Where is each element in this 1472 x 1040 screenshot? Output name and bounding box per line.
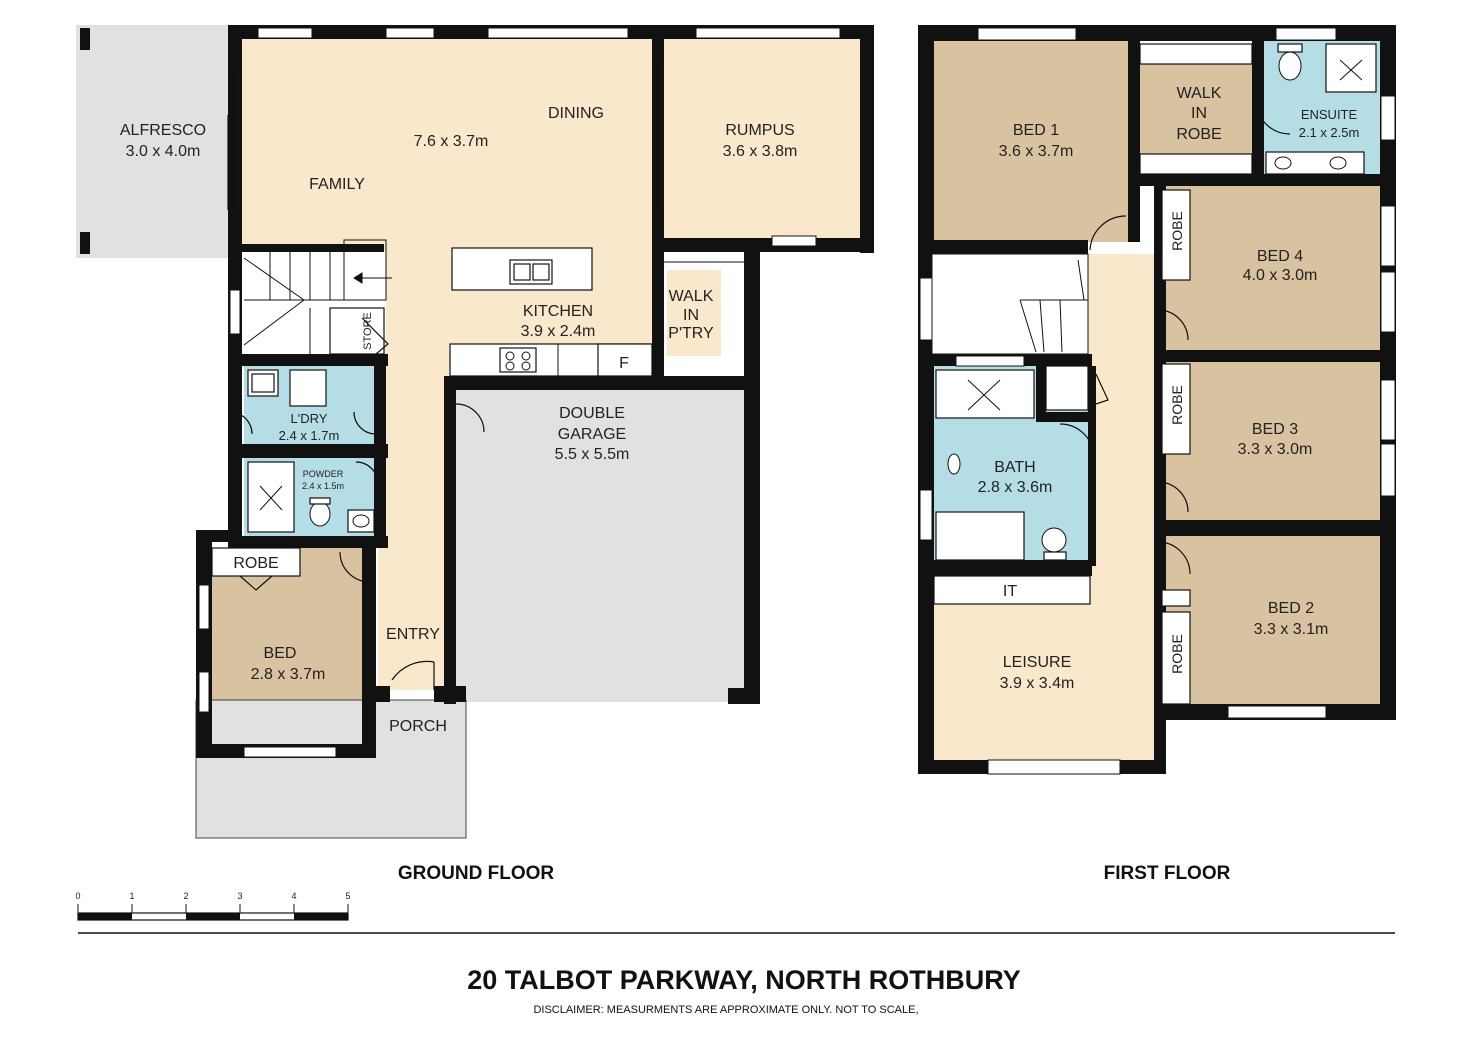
entry-hall-area: [378, 340, 444, 690]
wir-area: [1140, 64, 1252, 154]
fridge-space: [597, 343, 653, 377]
bed1-area: [932, 40, 1140, 242]
porch-area: [195, 699, 467, 839]
bed4-robe-label: ROBE: [1169, 211, 1185, 251]
scale-tick-0: 0: [75, 891, 80, 901]
alfresco-area: [76, 25, 228, 258]
rumpus-label: RUMPUS: [725, 122, 794, 139]
alfresco-size: 3.0 x 4.0m: [126, 143, 201, 160]
leisure-label: LEISURE: [1003, 654, 1071, 671]
scale-tick-5: 5: [345, 891, 350, 901]
laundry-size: 2.4 x 1.7m: [279, 428, 340, 443]
ensuite-size: 2.1 x 2.5m: [1299, 125, 1360, 140]
property-title: 20 TALBOT PARKWAY, NORTH ROTHBURY: [467, 965, 1021, 995]
bed3-robe-label: ROBE: [1169, 385, 1185, 425]
ground-bed-robe: [211, 547, 301, 577]
pantry-label-1: WALK: [669, 288, 714, 305]
scale-tick-3: 3: [237, 891, 242, 901]
laundry-label: L'DRY: [291, 411, 328, 426]
bed3-size: 3.3 x 3.0m: [1238, 441, 1313, 458]
bed2-area: [1162, 536, 1380, 706]
ground-floor-heading: GROUND FLOOR: [398, 863, 554, 884]
bed2-label: BED 2: [1268, 600, 1314, 617]
cooktop: [499, 347, 537, 373]
first-stairs: [931, 253, 1089, 355]
bath-label: BATH: [994, 459, 1035, 476]
kitchen-size: 3.9 x 2.4m: [521, 323, 596, 340]
bed4-robe: [1161, 189, 1191, 281]
leisure-area: [932, 604, 1154, 760]
ground-stairs: [243, 239, 392, 354]
leisure-size: 3.9 x 3.4m: [1000, 675, 1075, 692]
bed3-robe: [1161, 363, 1191, 455]
disclaimer: DISCLAIMER: MEASURMENTS ARE APPROXIMATE …: [533, 1004, 918, 1016]
bed1-label: BED 1: [1013, 122, 1059, 139]
rumpus-size: 3.6 x 3.8m: [723, 143, 798, 160]
family-dining-size: 7.6 x 3.7m: [414, 133, 489, 150]
ground-bed-size: 2.8 x 3.7m: [251, 666, 326, 683]
powder-size: 2.4 x 1.5m: [302, 481, 344, 491]
garage-label-2: GARAGE: [558, 426, 626, 443]
scale-bar: 0 1 2 3 4 5: [75, 891, 351, 921]
bed4-label: BED 4: [1257, 248, 1303, 265]
family-label: FAMILY: [309, 176, 365, 193]
ensuite-label: ENSUITE: [1301, 107, 1358, 122]
alfresco-label: ALFRESCO: [120, 122, 206, 139]
porch-label: PORCH: [389, 718, 447, 735]
bed2-size: 3.3 x 3.1m: [1254, 621, 1329, 638]
bed2-robe: [1161, 611, 1191, 705]
it-nook: [933, 575, 1091, 605]
fridge-label: F: [619, 355, 629, 372]
bath-size: 2.8 x 3.6m: [978, 479, 1053, 496]
it-label: IT: [1003, 583, 1017, 600]
ground-robe-label: ROBE: [233, 555, 278, 572]
scale-tick-2: 2: [183, 891, 188, 901]
garage-area: [456, 390, 744, 702]
ground-floor-plan: [76, 25, 874, 839]
garage-size: 5.5 x 5.5m: [555, 446, 630, 463]
wir-label-1: WALK: [1177, 85, 1222, 102]
store-label: STORE: [362, 312, 374, 350]
hallway-area: [1088, 254, 1154, 610]
ground-bed-label: BED: [264, 645, 297, 662]
first-floor-plan: [918, 25, 1396, 775]
pantry-label-3: P'TRY: [668, 325, 714, 342]
dining-label: DINING: [548, 105, 604, 122]
pantry-label-2: IN: [683, 307, 699, 324]
powder-label: POWDER: [303, 469, 344, 479]
pantry-area: [667, 270, 721, 356]
bed2-robe-label: ROBE: [1169, 634, 1185, 674]
garage-label-1: DOUBLE: [559, 405, 625, 422]
first-floor-heading: FIRST FLOOR: [1104, 863, 1231, 884]
bed1-size: 3.6 x 3.7m: [999, 143, 1074, 160]
wir-label-3: ROBE: [1176, 126, 1221, 143]
bed4-area: [1162, 186, 1380, 352]
bed4-size: 4.0 x 3.0m: [1243, 267, 1318, 284]
rumpus-area: [662, 38, 860, 238]
bed3-label: BED 3: [1252, 421, 1298, 438]
wir-label-2: IN: [1191, 105, 1207, 122]
family-dining-area: [238, 38, 656, 250]
entry-label: ENTRY: [386, 626, 440, 643]
bed3-area: [1162, 360, 1380, 522]
scale-tick-1: 1: [129, 891, 134, 901]
scale-tick-4: 4: [291, 891, 296, 901]
kitchen-label: KITCHEN: [523, 303, 593, 320]
